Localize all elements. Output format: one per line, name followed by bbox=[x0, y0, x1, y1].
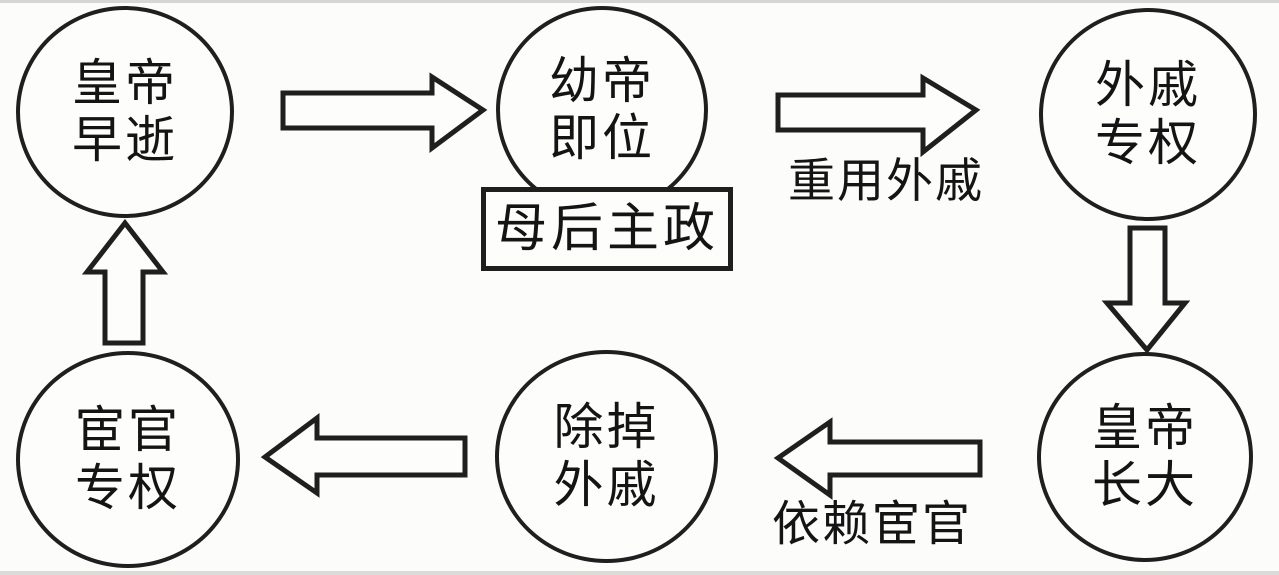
arrow-left-eliminate-to-eunuchs-icon bbox=[260, 413, 468, 498]
arrow-up-eunuchs-to-dies-early-icon bbox=[81, 218, 169, 346]
node-label: 幼帝 即位 bbox=[549, 52, 655, 167]
arrow-right-enthroned-to-consort-kin-icon bbox=[775, 73, 981, 158]
scan-artifact-bottom bbox=[0, 571, 1279, 575]
edge-label-rely-on-eunuchs: 依赖宦官 bbox=[771, 498, 972, 551]
node-label: 皇帝 早逝 bbox=[72, 54, 178, 169]
empress-dowager-rules-label: 母后主政 bbox=[494, 201, 719, 258]
node-label: 外戚 专权 bbox=[1095, 57, 1201, 171]
node-eliminate-consort-kin: 除掉 外戚 bbox=[495, 350, 718, 563]
arrow-left-grows-up-to-eliminate-icon bbox=[773, 417, 983, 500]
edge-label-rely-on-consort-kin: 重用外戚 bbox=[788, 156, 984, 208]
scan-artifact-top bbox=[0, 0, 1279, 3]
node-young-emperor-enthroned: 幼帝 即位 bbox=[496, 6, 708, 214]
node-label: 皇帝 长大 bbox=[1092, 399, 1198, 514]
node-emperor-grows-up: 皇帝 长大 bbox=[1037, 352, 1253, 562]
node-label: 除掉 外戚 bbox=[553, 399, 660, 513]
arrow-down-consort-kin-to-grows-up-icon bbox=[1101, 225, 1191, 354]
empress-dowager-rules-box: 母后主政 bbox=[481, 187, 733, 271]
arrow-right-dies-to-enthroned-icon bbox=[280, 72, 488, 153]
node-consort-kin-monopolize-power: 外戚 专权 bbox=[1039, 8, 1257, 221]
node-emperor-dies-early: 皇帝 早逝 bbox=[16, 6, 234, 218]
node-label: 宦官 专权 bbox=[75, 402, 181, 516]
node-eunuchs-monopolize-power: 宦官 专权 bbox=[16, 351, 240, 568]
